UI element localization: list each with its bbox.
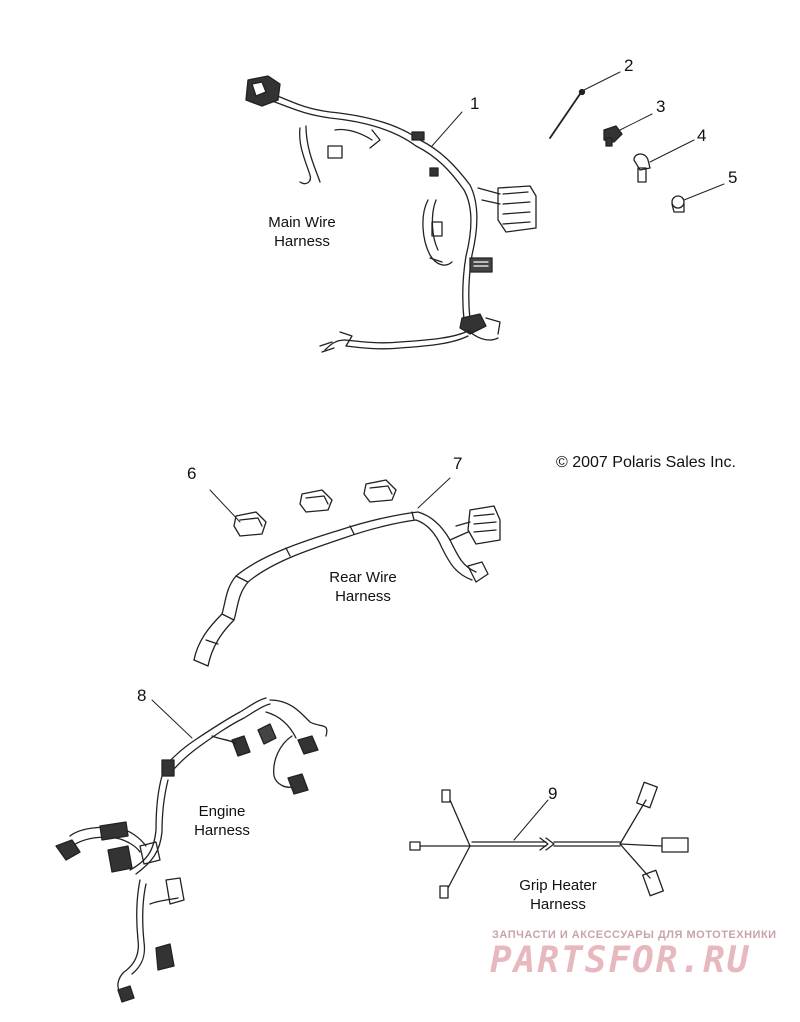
callout-2: 2 xyxy=(624,56,634,75)
grip-heater-harness-drawing xyxy=(409,781,689,899)
main-wire-harness-label-line-1: Main Wire xyxy=(268,214,336,231)
leader-line-7 xyxy=(417,477,451,509)
main-wire-harness-label-line-2: Harness xyxy=(274,233,330,250)
callout-1: 1 xyxy=(470,94,480,113)
callout-8: 8 xyxy=(137,686,147,705)
grip-heater-harness-label-line-1: Grip Heater xyxy=(519,877,597,894)
engine-harness-label-line-2: Harness xyxy=(194,822,250,839)
engine-harness-label: Engine Harness xyxy=(172,802,272,840)
rear-wire-harness-label: Rear Wire Harness xyxy=(313,568,413,606)
part-5-clip-drawing xyxy=(671,183,725,213)
grip-heater-harness-label: Grip Heater Harness xyxy=(500,876,616,914)
callout-3: 3 xyxy=(656,97,666,116)
part-4-clamp-drawing xyxy=(633,139,695,183)
engine-harness-drawing xyxy=(55,697,328,1003)
copyright-notice: © 2007 Polaris Sales Inc. xyxy=(556,454,736,471)
engine-harness-label-line-1: Engine xyxy=(198,803,246,820)
rear-wire-harness-drawing xyxy=(193,477,501,667)
part-2-rod-drawing xyxy=(549,71,621,139)
main-wire-harness-drawing xyxy=(245,75,537,353)
callout-9: 9 xyxy=(548,784,558,803)
grip-heater-harness-label-line-2: Harness xyxy=(530,896,586,913)
watermark-brand-logo: PARTSFOR.RU xyxy=(490,940,751,981)
rear-wire-harness-label-line-2: Harness xyxy=(335,588,391,605)
watermark-tagline: ЗАПЧАСТИ И АКСЕССУАРЫ ДЛЯ МОТОТЕХНИКИ xyxy=(492,929,777,941)
part-6-clips-drawing xyxy=(209,479,397,537)
callout-4: 4 xyxy=(697,126,707,145)
leader-line-9 xyxy=(513,799,549,841)
leader-line-8 xyxy=(151,699,193,739)
leader-line-1 xyxy=(431,111,463,147)
part-3-clip-drawing xyxy=(603,113,653,147)
callout-6: 6 xyxy=(187,464,197,483)
main-wire-harness-label: Main Wire Harness xyxy=(252,213,352,251)
callout-7: 7 xyxy=(453,454,463,473)
callout-5: 5 xyxy=(728,168,738,187)
rear-wire-harness-label-line-1: Rear Wire xyxy=(329,569,397,586)
